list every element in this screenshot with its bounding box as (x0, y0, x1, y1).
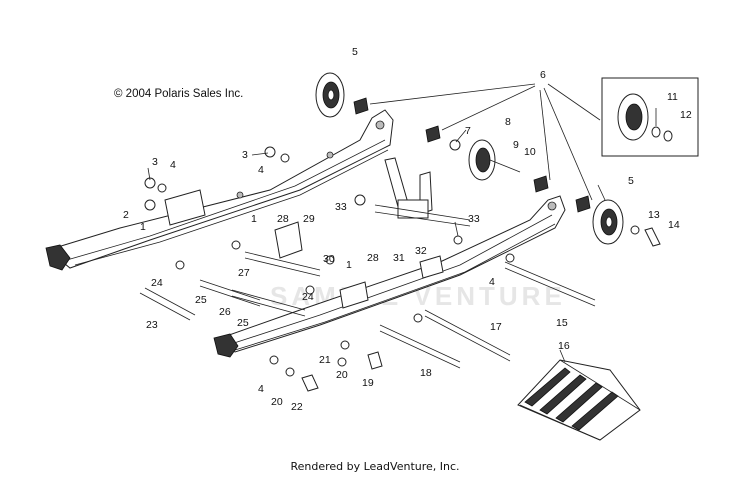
callout-4: 4 (489, 276, 495, 288)
callout-3: 3 (152, 156, 158, 168)
callout-12: 12 (680, 109, 692, 121)
wheel-hubs (353, 83, 601, 213)
callout-28: 28 (277, 213, 289, 225)
callout-22: 22 (291, 401, 303, 413)
small-hardware (144, 139, 661, 392)
callout-27: 27 (238, 267, 250, 279)
callout-13: 13 (648, 209, 660, 221)
callout-24: 24 (151, 277, 163, 289)
callout-8: 8 (505, 116, 511, 128)
track-section (517, 359, 641, 441)
callout-2: 2 (123, 209, 129, 221)
callout-19: 19 (362, 377, 374, 389)
render-credit: Rendered by LeadVenture, Inc. (290, 460, 460, 473)
idler-wheel-right (592, 199, 624, 245)
callout-14: 14 (668, 219, 680, 231)
callout-25: 25 (195, 294, 207, 306)
callout-5: 5 (352, 46, 358, 58)
callout-15: 15 (556, 317, 568, 329)
callout-9: 9 (513, 139, 519, 151)
idler-wheel-top (315, 72, 345, 118)
left-rail (45, 109, 394, 271)
inset-wheel-detail (601, 77, 699, 157)
callout-33: 33 (468, 213, 480, 225)
callout-20: 20 (271, 396, 283, 408)
callout-29: 29 (303, 213, 315, 225)
right-rail (213, 195, 566, 358)
callout-1: 1 (346, 259, 352, 271)
callout-30: 30 (323, 253, 335, 265)
shafts (139, 221, 596, 369)
callout-4: 4 (258, 383, 264, 395)
callout-28: 28 (367, 252, 379, 264)
center-frame (374, 157, 471, 227)
callout-26: 26 (219, 306, 231, 318)
callout-21: 21 (319, 354, 331, 366)
callout-20: 20 (336, 369, 348, 381)
callout-17: 17 (490, 321, 502, 333)
callout-11: 11 (667, 91, 678, 103)
callout-18: 18 (420, 367, 432, 379)
callout-31: 31 (393, 252, 405, 264)
callout-32: 32 (415, 245, 427, 257)
callout-7: 7 (465, 125, 471, 137)
callout-3: 3 (242, 149, 248, 161)
callout-24: 24 (302, 291, 314, 303)
idler-wheel-center (468, 139, 521, 181)
callout-5: 5 (628, 175, 634, 187)
callout-25: 25 (237, 317, 249, 329)
leader-lines (147, 108, 657, 363)
callout-1: 1 (140, 221, 146, 233)
callout-4: 4 (258, 164, 264, 176)
callout-16: 16 (558, 340, 570, 352)
callout-33: 33 (335, 201, 347, 213)
callout-6: 6 (540, 69, 546, 81)
callout-1: 1 (251, 213, 257, 225)
copyright-notice: © 2004 Polaris Sales Inc. (114, 88, 244, 100)
callout-10: 10 (524, 146, 536, 158)
callout-23: 23 (146, 319, 158, 331)
callout-4: 4 (170, 159, 176, 171)
